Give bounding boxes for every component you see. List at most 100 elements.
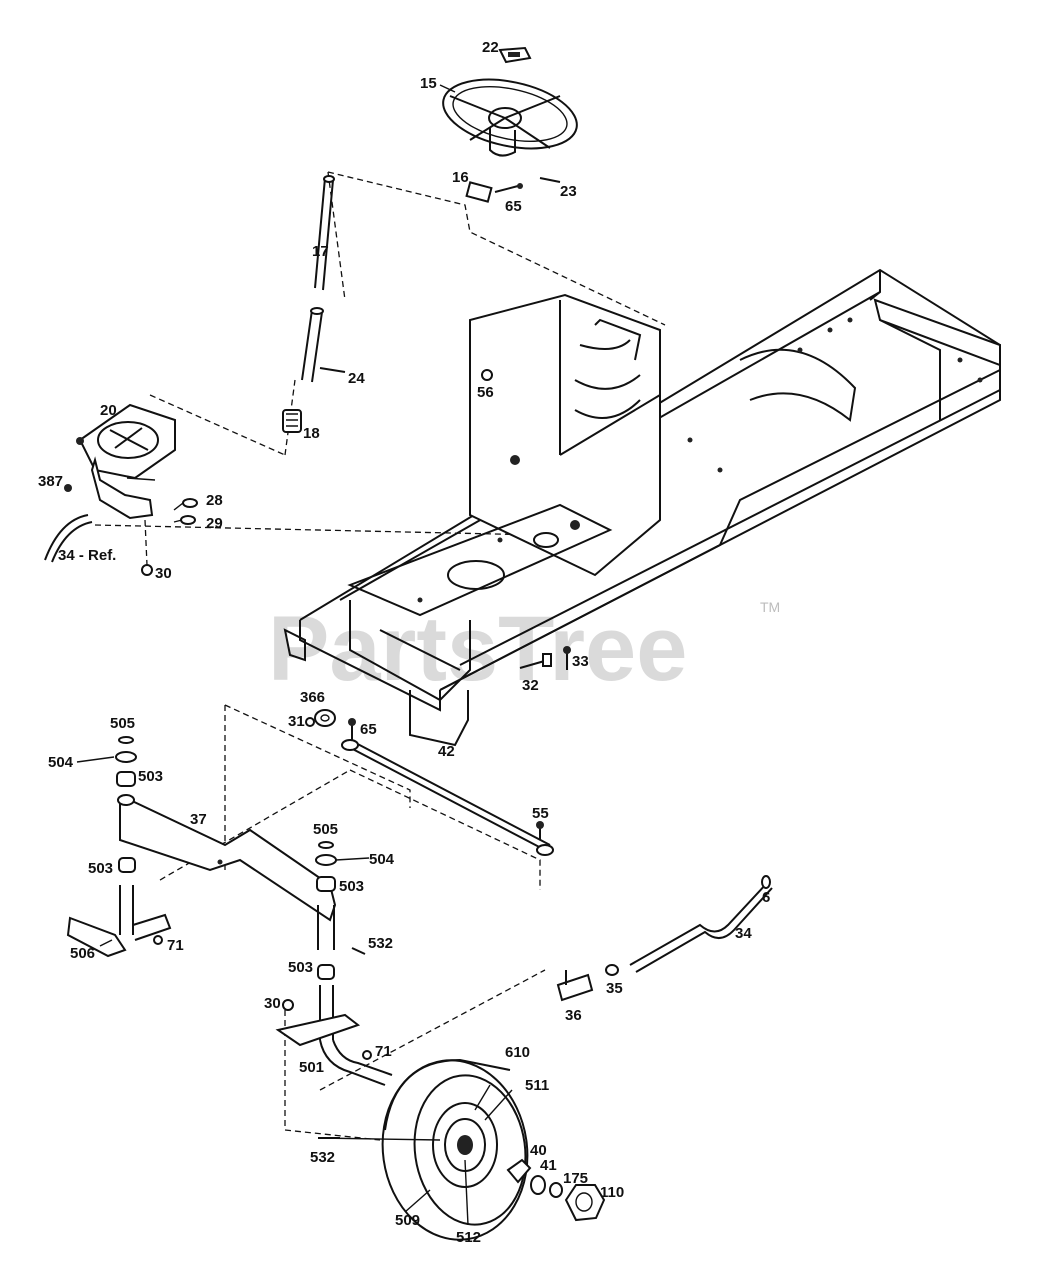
roll-pin-23: [539, 177, 561, 183]
steering-gear-assembly: [76, 403, 176, 520]
label-36: 36: [565, 1007, 582, 1024]
bolt-head-65-lower: [348, 718, 356, 726]
washer-41: [530, 1175, 546, 1195]
label-512: 512: [456, 1229, 481, 1246]
watermark-trademark: TM: [760, 599, 780, 615]
clip-505-right: [318, 841, 334, 849]
label-71-right: 71: [375, 1043, 392, 1060]
spindle-left: [66, 885, 172, 958]
bolt-head-33: [563, 646, 571, 654]
bushing-503-right-top: [316, 876, 336, 892]
label-20: 20: [100, 402, 117, 419]
nut-30-upper: [141, 564, 153, 576]
nut-31: [305, 717, 315, 727]
label-110: 110: [600, 1184, 624, 1201]
washer-504-right: [315, 854, 337, 866]
ball-joint-36: [556, 970, 594, 1002]
nut-71-right: [362, 1050, 372, 1060]
hub-cap-110: [564, 1184, 606, 1222]
label-503-left-bottom: 503: [88, 860, 113, 877]
nut-30-lower: [282, 999, 294, 1011]
bushing-503-right-bottom: [317, 964, 335, 980]
clip-505-left: [118, 736, 134, 744]
bushing-503-left-top: [116, 771, 136, 787]
bolt-head-32: [542, 653, 552, 667]
label-532-upper: 532: [368, 935, 393, 952]
front-axle: [117, 794, 337, 922]
label-501: 501: [299, 1059, 324, 1076]
axle-right-upright: [317, 905, 335, 950]
label-610: 610: [505, 1044, 530, 1061]
label-30-upper: 30: [155, 565, 172, 582]
front-wheel: [381, 1058, 529, 1241]
leader-lines: [76, 84, 513, 1226]
bolt-head-55: [536, 821, 544, 829]
label-33: 33: [572, 653, 589, 670]
bolt-532-upper: [351, 947, 366, 955]
label-6: 6: [762, 889, 770, 906]
bushing-503-left-bottom: [118, 857, 136, 873]
label-23: 23: [560, 183, 577, 200]
label-511: 511: [525, 1077, 549, 1094]
pinion-gear: [282, 409, 302, 433]
steering-cap: [498, 46, 532, 64]
label-509: 509: [395, 1212, 420, 1229]
label-504-left: 504: [48, 754, 74, 771]
label-366: 366: [300, 689, 325, 706]
label-28: 28: [206, 492, 223, 509]
tie-rod: [341, 739, 554, 856]
steering-shaft-lower: [301, 307, 324, 383]
bolt-387: [64, 484, 72, 492]
chassis-frame: [283, 268, 1001, 747]
label-505-left: 505: [110, 715, 135, 732]
label-175: 175: [563, 1170, 588, 1187]
label-56: 56: [477, 384, 494, 401]
label-503-left-top: 503: [138, 768, 163, 785]
washer-29: [180, 515, 196, 525]
label-31: 31: [288, 713, 305, 730]
steering-shaft-upper: [314, 175, 335, 291]
spindle-right: [275, 985, 393, 1086]
washer-175: [549, 1182, 563, 1198]
label-41: 41: [540, 1157, 557, 1174]
label-40: 40: [530, 1142, 547, 1159]
label-532-lower: 532: [310, 1149, 335, 1166]
label-17: 17: [312, 243, 329, 260]
label-22: 22: [482, 39, 499, 56]
washer-504-left: [115, 751, 137, 763]
label-504-right: 504: [369, 851, 395, 868]
label-387: 387: [38, 473, 63, 490]
label-16: 16: [452, 169, 469, 186]
label-506: 506: [70, 945, 95, 962]
label-15: 15: [420, 75, 437, 92]
cap-40: [506, 1158, 532, 1184]
label-65-upper: 65: [505, 198, 522, 215]
label-18: 18: [303, 425, 320, 442]
steering-adapter: [465, 181, 523, 203]
label-35: 35: [606, 980, 623, 997]
label-42: 42: [438, 743, 455, 760]
label-32: 32: [522, 677, 539, 694]
washer-28: [182, 498, 198, 508]
drag-link-ref: [44, 514, 93, 563]
label-34: 34: [735, 925, 752, 942]
nut-56: [481, 369, 493, 381]
label-503-right-bottom: 503: [288, 959, 313, 976]
pin-24: [319, 367, 346, 373]
label-505-right: 505: [313, 821, 338, 838]
label-24: 24: [348, 370, 365, 387]
label-37: 37: [190, 811, 207, 828]
watermark: PartsTree: [268, 598, 687, 700]
nut-35: [605, 964, 619, 976]
label-34-ref: 34 - Ref.: [58, 547, 116, 564]
label-503-right-top: 503: [339, 878, 364, 895]
label-30-lower: 30: [264, 995, 281, 1012]
steering-wheel: [442, 78, 578, 157]
label-29: 29: [206, 515, 223, 532]
label-55: 55: [532, 805, 549, 822]
drag-link: [629, 875, 773, 973]
label-71-left: 71: [167, 937, 184, 954]
spacer-366: [314, 709, 336, 727]
nut-71-left: [153, 935, 163, 945]
